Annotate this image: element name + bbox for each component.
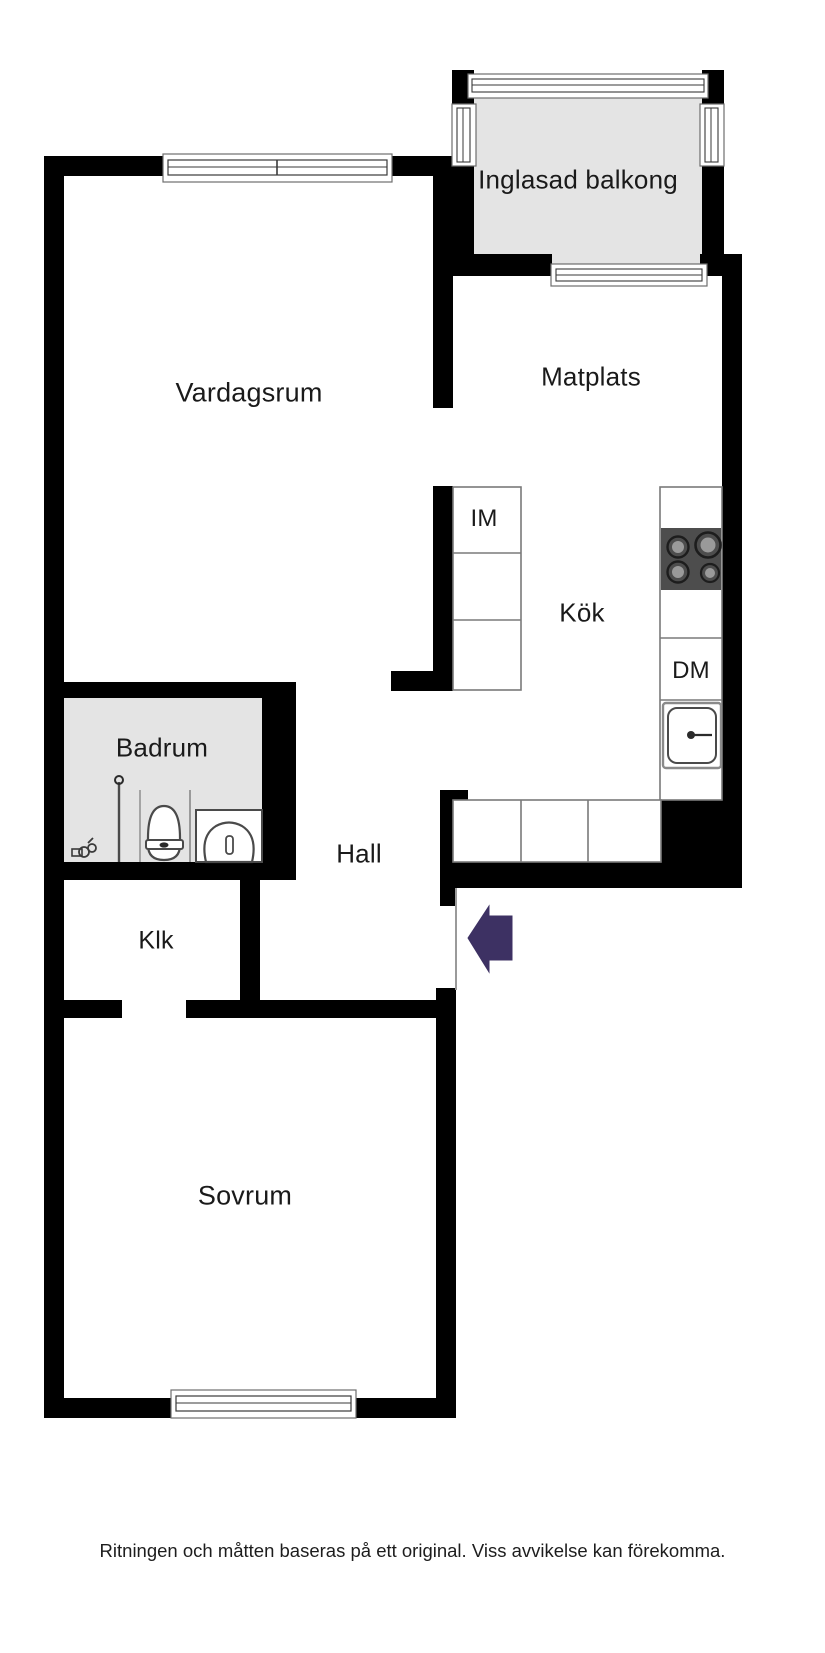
window-livingroom-north [162, 153, 393, 183]
room-label-diningarea: Matplats [541, 361, 641, 392]
wall-livingroom-east-lower [433, 486, 453, 691]
room-label-balcony: Inglasad balkong [478, 164, 678, 195]
room-label-livingroom: Vardagsrum [175, 377, 323, 408]
room-label-closet: Klk [138, 926, 174, 955]
hall-cabinets [452, 799, 662, 863]
floor-plan-drawing [44, 70, 742, 1419]
room-label-bedroom: Sovrum [197, 1180, 293, 1211]
disclaimer-caption: Ritningen och måtten baseras på ett orig… [99, 1540, 726, 1561]
room-label-bathroom: Badrum [115, 732, 209, 763]
wall-balcony-south-left [452, 254, 552, 276]
toilet-icon [145, 804, 184, 862]
washbasin-icon [195, 809, 263, 864]
window-dining-north [550, 263, 708, 287]
wall-closet-east [240, 872, 260, 1004]
bathroom-fittings [71, 775, 263, 864]
kitchen-island-unit [452, 486, 522, 691]
window-balcony-east [699, 103, 725, 167]
wall-bathroom-north [64, 682, 296, 698]
room-label-kitchen: Kök [559, 597, 605, 628]
appliance-label-dishwasher: DM [672, 657, 710, 684]
bathroom-appliance-icon [71, 837, 97, 858]
room-label-hall: Hall [336, 838, 382, 869]
kitchen-sink-icon [661, 701, 723, 770]
wall-kitchen-west-lower [440, 790, 454, 890]
walls [44, 70, 742, 1418]
wall-bathroom-south [64, 862, 296, 880]
wall-east-outer [722, 258, 742, 888]
wall-livingroom-east-upper [433, 156, 453, 408]
wall-livingroom-south-stub [391, 671, 453, 691]
wall-south-left [44, 1398, 172, 1418]
wall-bedroom-north-left [64, 1000, 122, 1018]
wall-balcony-east [702, 160, 724, 270]
window-balcony-west [451, 103, 477, 167]
wall-bedroom-north-right [186, 1000, 454, 1018]
window-balcony-north [467, 73, 709, 99]
balcony-floor [465, 89, 711, 269]
wall-bathroom-east [262, 682, 296, 872]
wall-bedroom-east [436, 988, 456, 1418]
window-bedroom-south [170, 1389, 357, 1419]
appliance-label-induction-hob: IM [470, 505, 498, 532]
wall-hall-east-stub [440, 884, 456, 906]
entrance-arrow [467, 904, 513, 974]
wall-north-left [44, 156, 164, 176]
wall-hall-kitchen-south [453, 862, 723, 888]
wall-south-right [355, 1398, 456, 1418]
wall-balcony-west [452, 160, 474, 270]
windows [162, 73, 725, 1419]
kitchen-fittings [452, 486, 723, 863]
wall-west-outer [44, 156, 64, 1418]
